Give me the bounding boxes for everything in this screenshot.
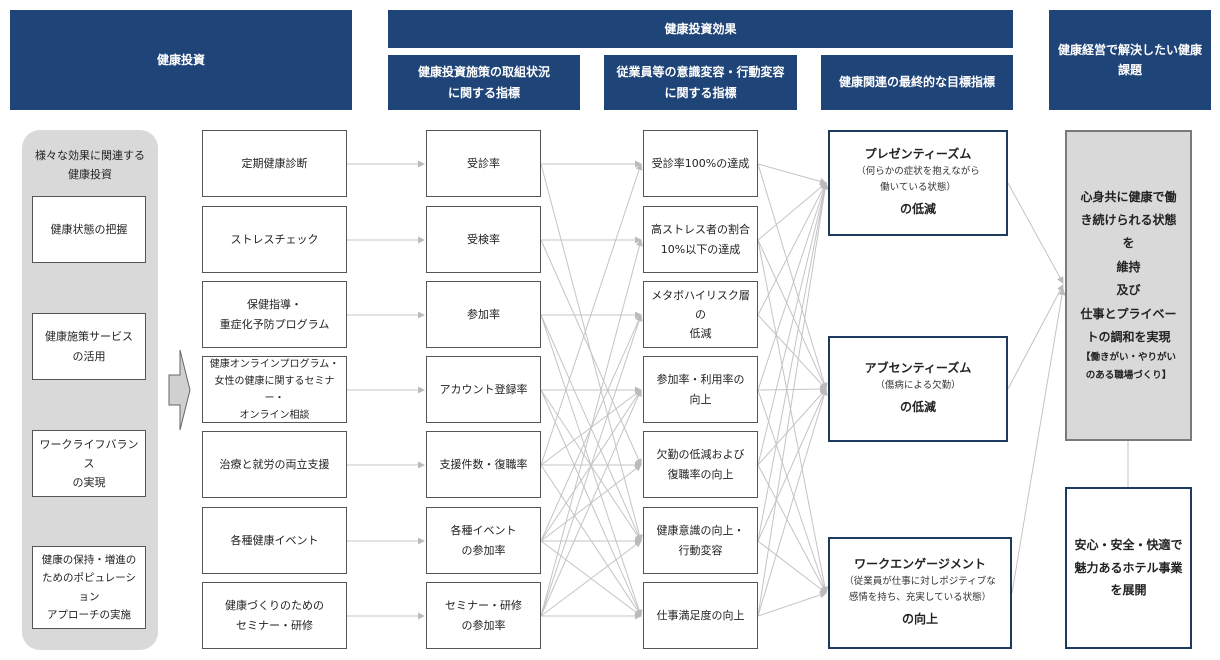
connector-metric-awareness xyxy=(540,314,642,542)
connector-awareness-target xyxy=(757,388,827,466)
awareness-job-satisfaction: 仕事満足度の向上 xyxy=(643,582,758,649)
header-health-issues: 健康経営で解決したい健康 課題 xyxy=(1049,10,1211,110)
connector-awareness-target xyxy=(757,182,827,316)
connector-target-issue xyxy=(1007,182,1064,284)
header-investment-effects: 健康投資効果 xyxy=(388,10,1013,48)
connector-target-issue xyxy=(1011,288,1066,594)
target-subtitle: （傷病による欠勤） xyxy=(875,380,961,392)
connector-awareness-target xyxy=(757,314,827,390)
issue-main-text: 心身共に健康で働 き続けられる状態 を 維持 及び 仕事とプライベー トの調和を… xyxy=(1080,189,1177,344)
connector-awareness-target xyxy=(757,163,828,390)
awareness-metabolic-risk: メタボハイリスク層の 低減 xyxy=(643,281,758,348)
connector-metric-awareness xyxy=(540,389,642,617)
connector-metric-awareness xyxy=(540,163,643,542)
target-title: プレゼンティーズム xyxy=(864,146,972,161)
connector-awareness-target xyxy=(757,591,827,617)
connector-awareness-target xyxy=(757,388,827,542)
target-work-engagement: ワークエンゲージメント （従業員が仕事に対しポジティブな 感情を持ち、充実してい… xyxy=(828,537,1012,649)
awareness-usage-rate: 参加率・利用率の 向上 xyxy=(643,356,758,423)
target-title: ワークエンゲージメント xyxy=(854,556,986,571)
target-subtitle: （従業員が仕事に対しポジティブな 感情を持ち、充実している状態） xyxy=(844,576,996,604)
metric-exam-rate: 受検率 xyxy=(426,206,541,273)
header-initiative-indicators: 健康投資施策の取組状況 に関する指標 xyxy=(388,55,580,110)
metric-checkup-rate: 受診率 xyxy=(426,130,541,197)
connector-awareness-target xyxy=(757,239,829,594)
target-footer: の低減 xyxy=(899,202,936,217)
target-subtitle: （何らかの症状を抱えながら 働いている状態） xyxy=(856,166,980,194)
connector-awareness-target xyxy=(757,182,829,617)
connector-awareness-target xyxy=(757,182,829,542)
connector-metric-awareness xyxy=(540,163,643,466)
connector-awareness-target xyxy=(757,540,827,594)
measure-seminars: 健康づくりのための セミナー・研修 xyxy=(202,582,347,649)
issue-main: 心身共に健康で働 き続けられる状態 を 維持 及び 仕事とプライベー トの調和を… xyxy=(1065,130,1192,441)
issue-secondary-text: 安心・安全・快適で 魅力あるホテル事業 を展開 xyxy=(1074,537,1183,598)
target-footer: の向上 xyxy=(901,612,938,627)
issue-main-subtext: 【働きがい・やりがい のある職場づくり】 xyxy=(1080,352,1176,382)
connector-awareness-target xyxy=(757,388,828,617)
target-absenteeism: アブセンティーズム （傷病による欠勤） の低減 xyxy=(828,336,1008,442)
right-arrow-icon xyxy=(168,349,191,431)
category-health-status: 健康状態の把握 xyxy=(32,196,146,263)
panel-title: 様々な効果に関連する 健康投資 xyxy=(35,149,145,182)
connector-awareness-target xyxy=(757,182,828,391)
measure-health-checkup: 定期健康診断 xyxy=(202,130,347,197)
header-awareness-indicators: 従業員等の意識変容・行動変容 に関する指標 xyxy=(604,55,797,110)
category-population-approach: 健康の保持・増進の ためのポピュレーション アプローチの実施 xyxy=(32,546,146,629)
category-health-services: 健康施策サービス の活用 xyxy=(32,313,146,380)
metric-event-participation: 各種イベント の参加率 xyxy=(426,507,541,574)
measure-health-events: 各種健康イベント xyxy=(202,507,347,574)
connector-target-issue xyxy=(1007,284,1064,390)
connector-awareness-target xyxy=(757,239,827,390)
connector-awareness-target xyxy=(757,464,827,594)
measure-treatment-work-support: 治療と就労の両立支援 xyxy=(202,431,347,498)
measure-health-guidance: 保健指導・ 重症化予防プログラム xyxy=(202,281,347,348)
target-title: アブセンティーズム xyxy=(864,360,972,375)
connector-awareness-target xyxy=(757,163,827,185)
header-final-indicators: 健康関連の最終的な目標指標 xyxy=(821,55,1013,110)
connector-awareness-target xyxy=(757,385,827,393)
measure-stress-check: ストレスチェック xyxy=(202,206,347,273)
measure-online-program: 健康オンラインプログラム・ 女性の健康に関するセミナー・ オンライン相談 xyxy=(202,356,347,423)
target-presenteeism: プレゼンティーズム （何らかの症状を抱えながら 働いている状態） の低減 xyxy=(828,130,1008,236)
metric-support-return-rate: 支援件数・復職率 xyxy=(426,431,541,498)
metric-participation-rate: 参加率 xyxy=(426,281,541,348)
metric-seminar-participation: セミナー・研修 の参加率 xyxy=(426,582,541,649)
awareness-checkup-100: 受診率100%の達成 xyxy=(643,130,758,197)
connector-awareness-target xyxy=(757,182,828,466)
connector-awareness-target xyxy=(757,389,828,594)
awareness-absence-return: 欠勤の低減および 復職率の向上 xyxy=(643,431,758,498)
category-work-life-balance: ワークライフバランス の実現 xyxy=(32,430,146,497)
metric-account-registration-rate: アカウント登録率 xyxy=(426,356,541,423)
target-footer: の低減 xyxy=(899,400,936,415)
issue-hotel-business: 安心・安全・快適で 魅力あるホテル事業 を展開 xyxy=(1065,487,1192,649)
connector-awareness-target xyxy=(757,182,827,241)
awareness-behavior-change: 健康意識の向上・ 行動変容 xyxy=(643,507,758,574)
header-health-investment: 健康投資 xyxy=(10,10,352,110)
awareness-high-stress: 高ストレス者の割合 10%以下の達成 xyxy=(643,206,758,273)
connector-metric-awareness xyxy=(540,314,643,617)
connector-metric-awareness xyxy=(540,540,642,617)
